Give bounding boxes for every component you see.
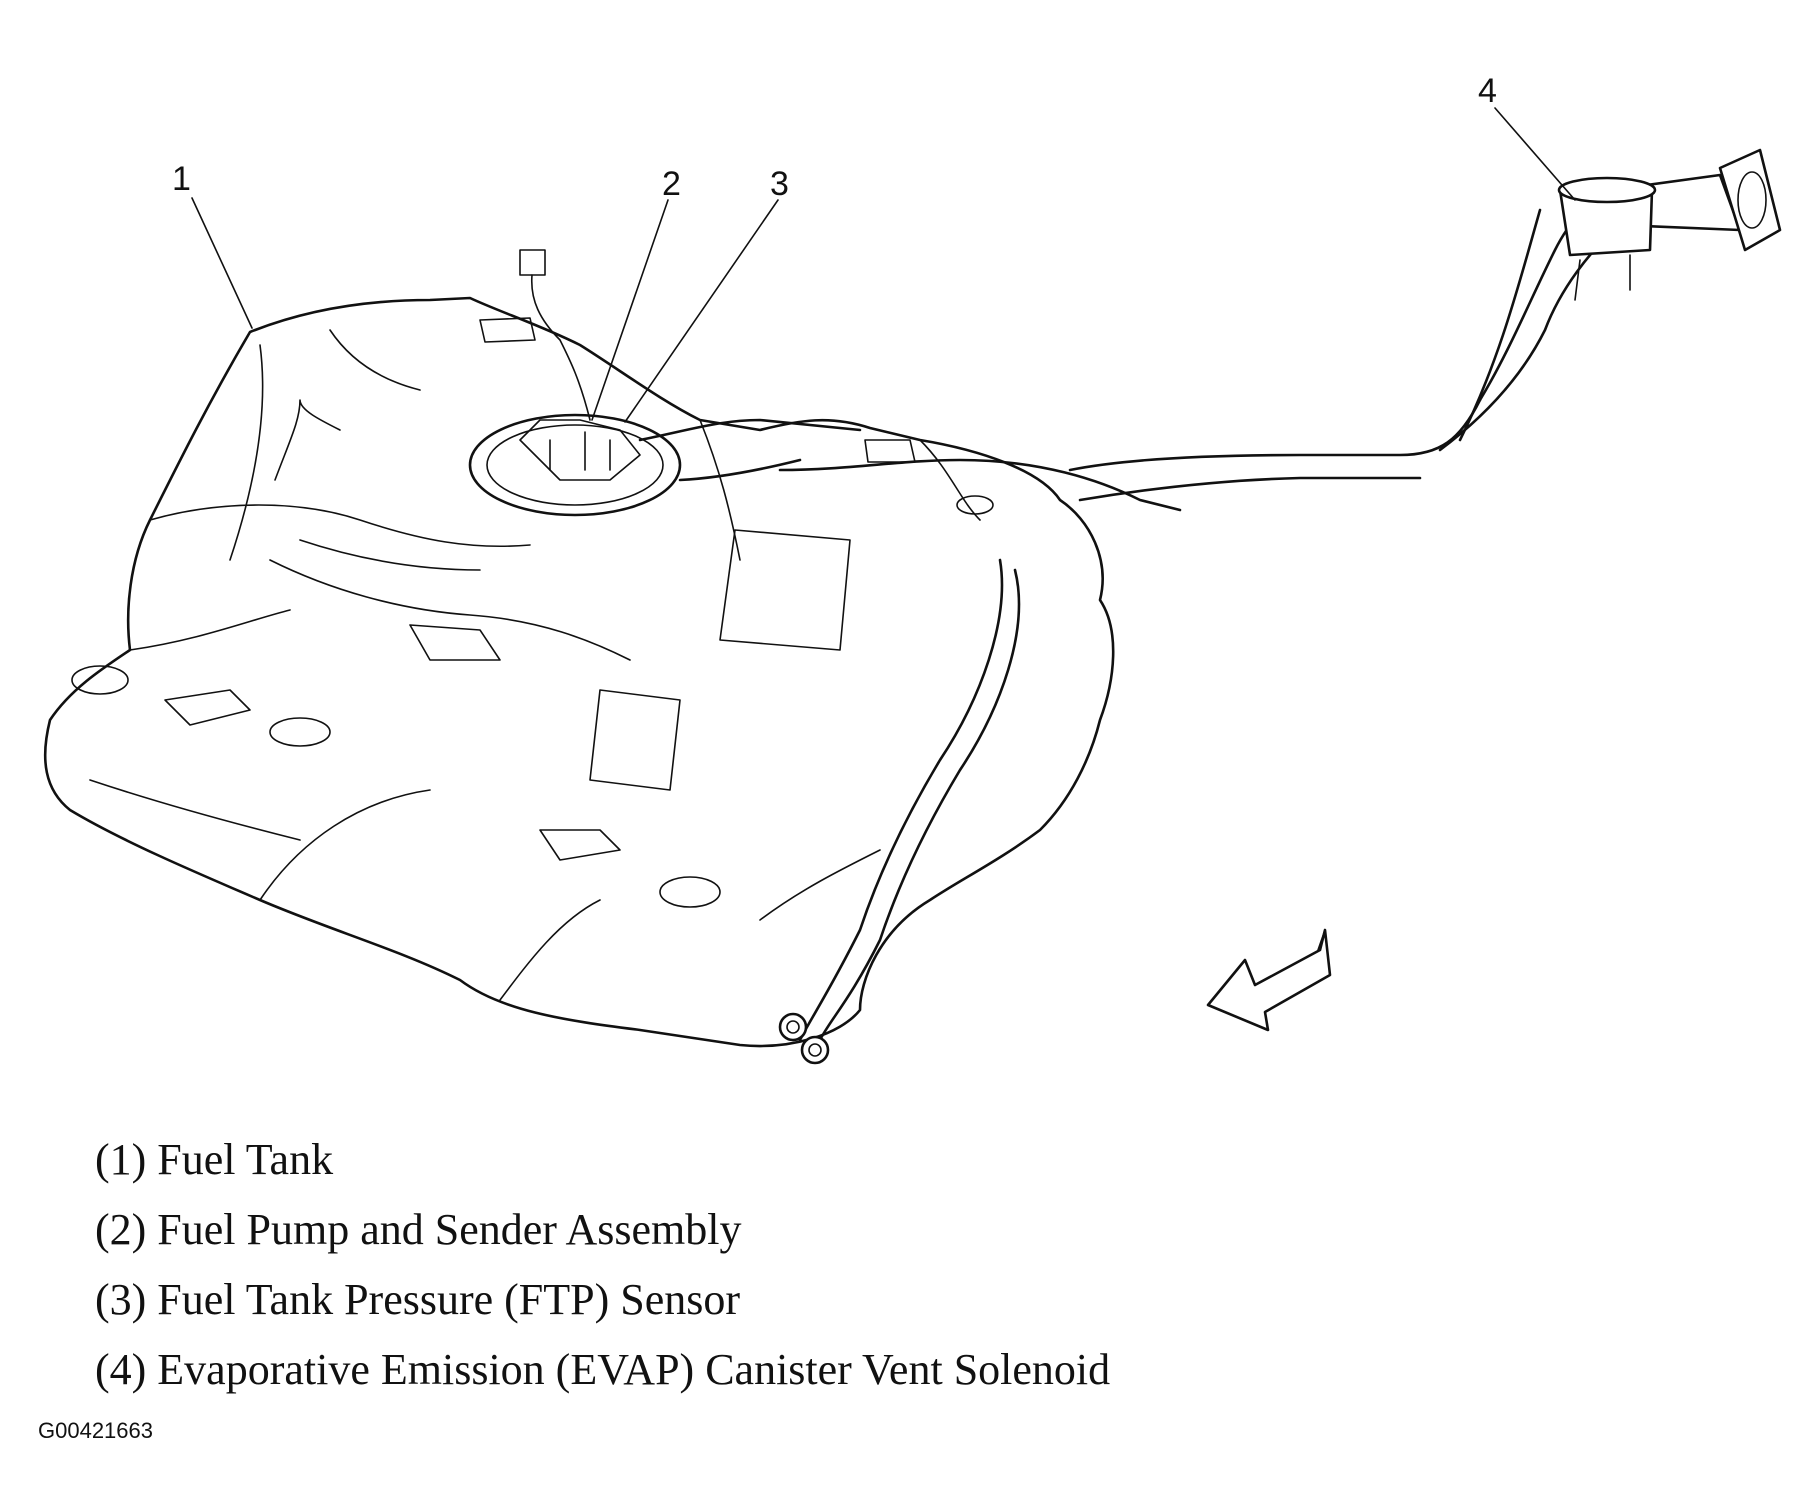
callout-3-number: 3 [770, 165, 789, 203]
fuel-tank-shape [43, 296, 1115, 1048]
legend-list: (1) Fuel Tank (2) Fuel Pump and Sender A… [95, 1125, 1110, 1405]
callout-3-leader [624, 199, 779, 423]
legend-item-fuel-pump: (2) Fuel Pump and Sender Assembly [95, 1205, 742, 1254]
fuel-lines [778, 398, 1482, 1065]
legend-item-evap-solenoid: (4) Evaporative Emission (EVAP) Canister… [95, 1345, 1111, 1394]
wiring-harness-connector [519, 249, 591, 421]
callout-4-number: 4 [1478, 72, 1497, 110]
legend-item-ftp-sensor: (3) Fuel Tank Pressure (FTP) Sensor [95, 1275, 741, 1324]
callout-4-leader [1494, 107, 1576, 201]
evap-canister-vent-solenoid [1557, 176, 1657, 301]
callout-1-number: 1 [172, 160, 191, 198]
callout-2-number: 2 [662, 165, 681, 203]
forward-direction-arrow [1206, 928, 1332, 1032]
callout-1-leader [191, 197, 253, 329]
figure-id: G00421663 [38, 1418, 153, 1443]
legend-item-fuel-tank: (1) Fuel Tank [95, 1135, 334, 1184]
callout-2-leader [591, 199, 669, 421]
fuel-pump-sender-assembly [468, 413, 862, 517]
